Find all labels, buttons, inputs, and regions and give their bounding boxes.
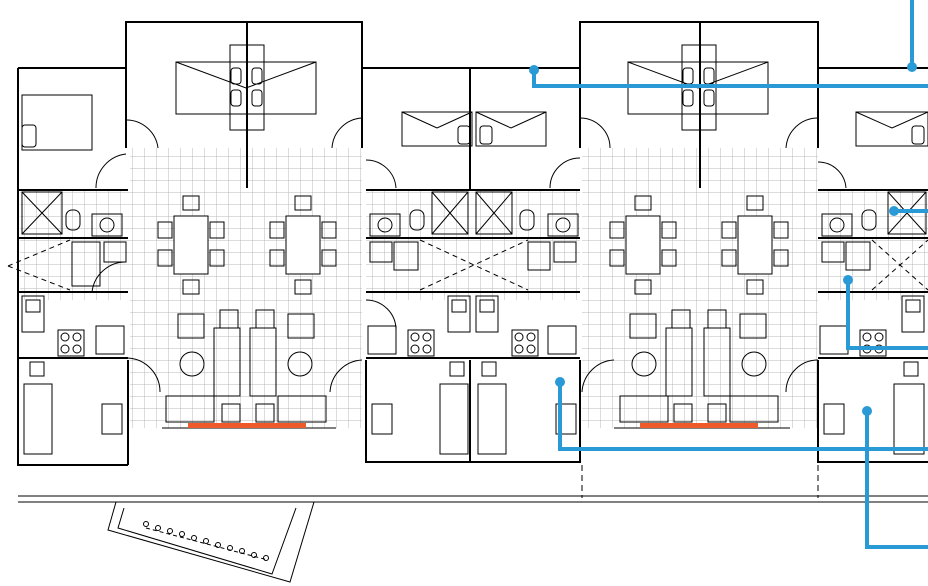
tile-floor (20, 148, 928, 428)
callout-leader-icon (558, 382, 928, 451)
bedroom-furniture (21, 44, 928, 151)
living-furniture (23, 309, 925, 455)
callout-leader-icon (532, 70, 928, 88)
dining-furniture (157, 195, 789, 295)
accent-strips (188, 423, 758, 428)
bathroom-fixtures (21, 191, 927, 237)
utility-spaces (7, 239, 928, 291)
callout-leaders (529, 0, 928, 549)
callout-leader-icon (865, 411, 928, 549)
exterior-walls (17, 21, 928, 466)
kitchen-fixtures (21, 295, 925, 357)
callout-leader-icon (846, 280, 928, 350)
corridor-and-stair (18, 465, 928, 583)
